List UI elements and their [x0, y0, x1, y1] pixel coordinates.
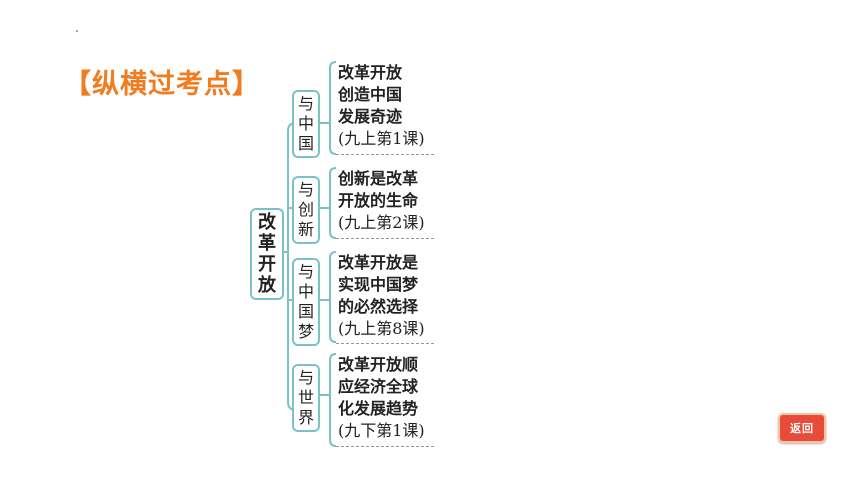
branch-node-china: 与 中 国	[292, 90, 320, 158]
topic-world: 改革开放顺 应经济全球 化发展趋势 (九下第1课)	[338, 354, 425, 442]
topic-line: 的必然选择	[338, 297, 419, 316]
topic-line: 改革开放是	[338, 253, 419, 272]
divider	[336, 446, 434, 447]
branch-char: 与	[297, 368, 314, 387]
branch-char: 新	[297, 220, 314, 239]
branch-char: 界	[297, 408, 314, 427]
branch-char: 中	[297, 282, 314, 301]
topic-line: 应经济全球	[338, 377, 419, 396]
topic-line: 开放的生命	[338, 191, 419, 210]
branch-char: 与	[297, 262, 314, 281]
divider	[336, 154, 434, 155]
topic-line: 发展奇迹	[338, 107, 403, 126]
root-char: 放	[258, 275, 276, 296]
branch-char: 与	[297, 94, 314, 113]
topic-china-dream: 改革开放是 实现中国梦 的必然选择 (九上第8课)	[338, 252, 425, 340]
branch-node-world: 与 世 界	[292, 364, 320, 432]
branch-char: 国	[297, 302, 314, 321]
topic-line: 创造中国	[338, 85, 403, 104]
topic-line: 改革开放顺	[338, 355, 419, 374]
root-node-reform-opening: 改 革 开 放	[250, 208, 284, 300]
branch-char: 中	[297, 114, 314, 133]
back-button[interactable]: 返回	[778, 413, 826, 443]
branch-char: 世	[297, 388, 314, 407]
branch-char: 与	[297, 180, 314, 199]
topic-line: 化发展趋势	[338, 399, 419, 418]
lesson-ref: (九上第8课)	[338, 319, 425, 338]
topic-line: 实现中国梦	[338, 275, 419, 294]
root-char: 改	[258, 212, 276, 233]
divider	[336, 343, 434, 344]
topic-innovation: 创新是改革 开放的生命 (九上第2课)	[338, 168, 425, 234]
branch-char: 梦	[297, 322, 314, 341]
decorative-dot	[76, 30, 78, 32]
branch-char: 国	[297, 134, 314, 153]
lesson-ref: (九上第2课)	[338, 213, 425, 232]
lesson-ref: (九下第1课)	[338, 421, 425, 440]
branch-node-innovation: 与 创 新	[292, 176, 320, 244]
divider	[336, 238, 434, 239]
topic-line: 创新是改革	[338, 169, 419, 188]
branch-char: 创	[297, 200, 314, 219]
page-title: 【纵横过考点】	[64, 69, 260, 100]
lesson-ref: (九上第1课)	[338, 129, 425, 148]
root-char: 开	[258, 254, 276, 275]
topic-china: 改革开放 创造中国 发展奇迹 (九上第1课)	[338, 62, 425, 150]
root-char: 革	[258, 233, 276, 254]
branch-node-china-dream: 与 中 国 梦	[292, 258, 320, 346]
topic-line: 改革开放	[338, 63, 403, 82]
